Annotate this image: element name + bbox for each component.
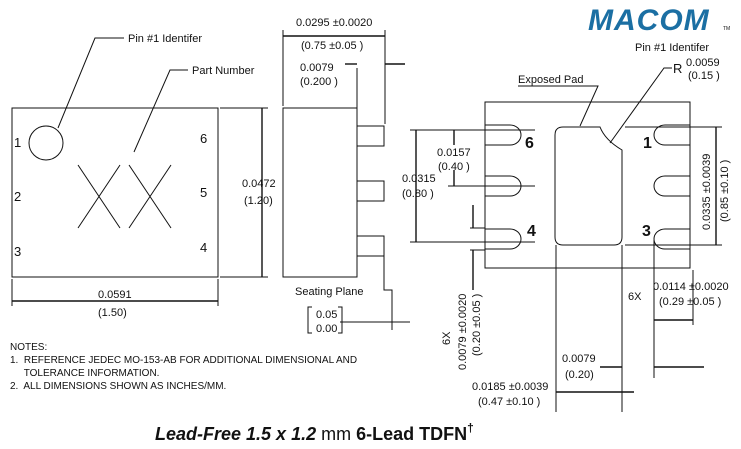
label-bottom-view-pins-2: 1	[643, 135, 652, 152]
label-bottom-view-lead-w-mult: 6X	[441, 331, 453, 345]
label-caption-italic: Lead-Free 1.5 x 1.2	[155, 424, 316, 444]
label-bottom-view-pins-3: 3	[642, 223, 651, 240]
label-top-view-height-mm: (1.20)	[244, 195, 273, 207]
drawing-line	[356, 125, 385, 147]
exposed-pad	[554, 126, 623, 246]
label-top-view-height-in: 0.0472	[242, 178, 276, 190]
label-side-view-thick-mm: (0.75 ±0.05 )	[301, 40, 363, 52]
label-bottom-view-lead-l-mm: (0.29 ±0.05 )	[659, 296, 721, 308]
label-bottom-view-span-mm: (0.80 )	[402, 188, 434, 200]
label-logo-tm: TM	[723, 26, 730, 32]
pin1-label: Pin #1 Identifer	[128, 33, 202, 45]
label-logo-text: MACOM	[588, 4, 710, 37]
label-notes-items-2: 2. ALL DIMENSIONS SHOWN AS INCHES/MM.	[10, 381, 226, 392]
drawing-line	[338, 306, 343, 334]
label-side-view-tol-bot: 0.00	[316, 323, 337, 335]
drawing-line	[356, 235, 385, 257]
part-number-label: Part Number	[192, 65, 255, 77]
label-bottom-view-pins-1: 4	[527, 223, 536, 240]
side-view: 0.0295 ±0.0020 (0.75 ±0.05 ) 0.0079 (0.2…	[282, 17, 410, 335]
label-top-view-pins-2: 3	[14, 244, 21, 259]
label-side-view-lead-in: 0.0079	[300, 62, 334, 74]
label-top-view-pins-1: 2	[14, 189, 21, 204]
pin1-dot	[28, 125, 64, 161]
label-bottom-view-lead-l-in: 0.0114 ±0.0020	[653, 281, 729, 293]
drawing-line	[485, 228, 522, 250]
top-view: 1 2 3 4 5 6 Pin #1 Identifer Part Number…	[11, 33, 276, 319]
label-bottom-view-pad-h-in: 0.0335 ±0.0039	[701, 154, 713, 230]
pin1-id-label: Pin #1 Identifer	[635, 42, 709, 54]
drawing-line	[356, 180, 385, 202]
label-notes-items-1: TOLERANCE INFORMATION.	[10, 368, 159, 379]
label-side-view-lead-mm: (0.200 )	[300, 76, 338, 88]
drawing-line	[128, 164, 172, 229]
label-notes-items-0: 1. REFERENCE JEDEC MO-153-AB FOR ADDITIO…	[10, 355, 357, 366]
drawing-line	[77, 164, 121, 229]
label-bottom-view-lead-l-mult: 6X	[628, 291, 642, 303]
drawing-line	[282, 107, 358, 278]
drawing-line	[133, 69, 188, 153]
bottom-view: 6 4 1 3 Exposed Pad Pin #1 Identifer R 0…	[402, 42, 731, 412]
label-caption-mid: mm	[316, 424, 356, 444]
drawing-line	[653, 175, 690, 197]
label-bottom-view-pins-0: 6	[525, 135, 534, 152]
drawing-line	[518, 85, 599, 127]
drawing-line	[653, 228, 690, 250]
label-side-view-tol-top: 0.05	[316, 309, 337, 321]
part-marking	[77, 164, 172, 229]
exposed-pad-label: Exposed Pad	[518, 74, 583, 86]
label-top-view-pins-4: 5	[200, 185, 207, 200]
leads-right	[653, 124, 690, 250]
drawing-line	[653, 124, 690, 146]
label-bottom-view-lead-w-in: 0.0079 ±0.0020	[457, 294, 469, 370]
macom-logo: MACOM TM	[588, 4, 730, 37]
label-top-view-pins-0: 1	[14, 135, 21, 150]
label-bottom-view-lead-w-mm: (0.20 ±0.05 )	[471, 294, 483, 356]
label-top-view-width-mm: (1.50)	[98, 307, 127, 319]
label-notes-title: NOTES:	[10, 342, 47, 353]
drawing-line	[307, 306, 312, 334]
drawing-line	[485, 124, 522, 146]
drawing-line	[609, 67, 672, 144]
label-bottom-view-pitch-in: 0.0157	[437, 147, 471, 159]
label-side-view-thick-in: 0.0295 ±0.0020	[296, 17, 372, 29]
label-caption-dagger: †	[467, 421, 474, 435]
caption: Lead-Free 1.5 x 1.2 mm 6-Lead TDFN†	[155, 421, 474, 444]
label-bottom-view-gap-mm: (0.20)	[565, 369, 594, 381]
label-caption-bold: 6-Lead TDFN	[356, 424, 467, 444]
seating-plane-label: Seating Plane	[295, 286, 364, 298]
label-bottom-view-pad-w-in: 0.0185 ±0.0039	[472, 381, 548, 393]
label-bottom-view-pad-h-mm: (0.85 ±0.10 )	[719, 160, 731, 222]
label-bottom-view-r-mm: (0.15 )	[688, 70, 720, 82]
label-bottom-view-r-in: 0.0059	[686, 57, 720, 69]
label-bottom-view-pitch-mm: (0.40 )	[438, 161, 470, 173]
label-top-view-pins-3: 4	[200, 240, 207, 255]
notes: NOTES: 1. REFERENCE JEDEC MO-153-AB FOR …	[10, 342, 357, 392]
package-outline	[11, 107, 219, 278]
label-top-view-pins-5: 6	[200, 131, 207, 146]
label-bottom-view-span-in: 0.0315	[402, 173, 436, 185]
label-bottom-view-gap-in: 0.0079	[562, 353, 596, 365]
label-bottom-view-r-label: R	[673, 61, 682, 76]
drawing-line	[383, 256, 393, 330]
label-top-view-width-in: 0.0591	[98, 289, 132, 301]
drawing-line	[57, 37, 124, 129]
label-bottom-view-pad-w-mm: (0.47 ±0.10 )	[478, 396, 540, 408]
leads-left	[485, 124, 522, 250]
drawing-line	[484, 101, 691, 269]
